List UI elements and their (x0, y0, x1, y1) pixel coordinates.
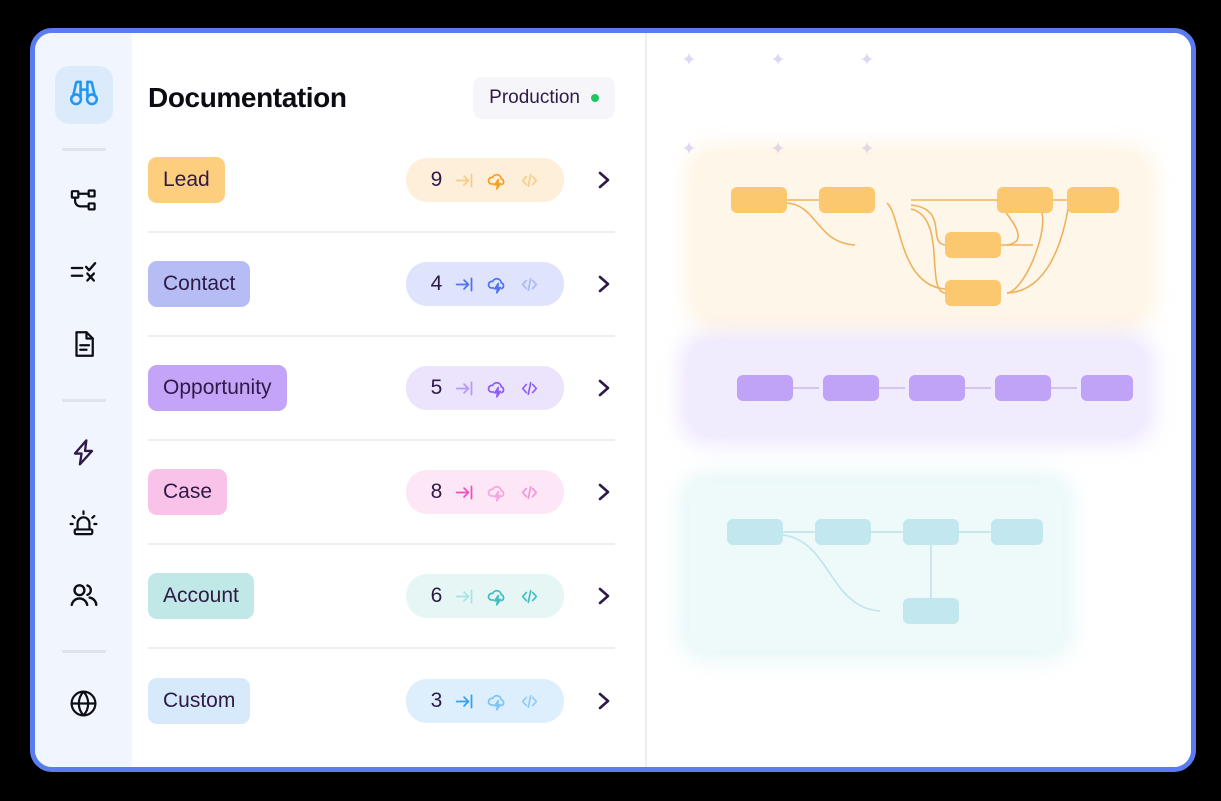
object-row[interactable]: Account 6 (148, 545, 615, 649)
sidebar-item-team[interactable] (55, 568, 113, 626)
object-tag: Account (148, 573, 254, 619)
diagram-node (737, 375, 793, 401)
account-diagram-card[interactable] (690, 483, 1062, 650)
sidebar-item-alerts[interactable] (55, 497, 113, 555)
code-brackets-icon (519, 691, 540, 712)
users-icon (68, 579, 100, 616)
code-brackets-icon (519, 482, 540, 503)
cloud-bolt-icon (486, 585, 508, 607)
diagram-node (1081, 375, 1133, 401)
object-count-pill[interactable]: 8 (406, 470, 564, 514)
hierarchy-icon (68, 186, 99, 222)
globe-icon (68, 688, 99, 724)
diagram-node (997, 187, 1053, 213)
lead-diagram-edges (786, 199, 1070, 294)
chevron-right-icon[interactable] (591, 480, 615, 504)
cloud-bolt-icon (486, 169, 508, 191)
object-tag: Custom (148, 678, 251, 724)
cloud-bolt-icon (486, 273, 508, 295)
object-count: 6 (430, 584, 443, 607)
object-tag: Case (148, 469, 228, 515)
diagram-node (991, 519, 1043, 545)
arrow-to-line-icon (454, 586, 475, 607)
diagram-preview-pane (647, 33, 1191, 767)
object-count-pill[interactable]: 3 (406, 679, 564, 723)
sidebar-item-schema[interactable] (55, 175, 113, 233)
chevron-right-icon[interactable] (591, 584, 615, 608)
code-brackets-icon (519, 586, 540, 607)
diagram-node (903, 519, 959, 545)
object-count: 4 (430, 272, 443, 295)
arrow-to-line-icon (454, 170, 475, 191)
object-count-pill[interactable]: 6 (406, 574, 564, 618)
sidebar-nav (35, 33, 132, 767)
environment-label: Production (489, 86, 580, 108)
chevron-right-icon[interactable] (591, 272, 615, 296)
diagram-node (731, 187, 787, 213)
object-count-pill[interactable]: 4 (406, 262, 564, 306)
lightning-icon (68, 437, 99, 473)
sidebar-divider-top (61, 148, 106, 151)
diagram-node (727, 519, 783, 545)
sidebar-item-global[interactable] (55, 677, 113, 735)
object-count: 5 (430, 376, 443, 399)
document-icon (69, 329, 99, 364)
lead-diagram-card[interactable] (697, 155, 1144, 318)
object-tag: Contact (148, 261, 251, 307)
arrow-to-line-icon (454, 274, 475, 295)
chevron-right-icon[interactable] (591, 376, 615, 400)
diagram-node (945, 232, 1001, 258)
sidebar-item-validations[interactable] (55, 246, 113, 304)
sidebar-divider-middle (61, 399, 106, 402)
contact-diagram-card[interactable] (690, 343, 1144, 434)
object-tag: Opportunity (148, 365, 287, 411)
chevron-right-icon[interactable] (591, 689, 615, 713)
environment-badge[interactable]: Production (473, 76, 615, 119)
object-tag: Lead (148, 157, 225, 203)
diagram-node (945, 280, 1001, 306)
diagram-node (995, 375, 1051, 401)
contact-diagram-edges (793, 387, 1077, 389)
object-row[interactable]: Custom 3 (148, 649, 615, 753)
diagram-node (815, 519, 871, 545)
sidebar-item-explore[interactable] (54, 66, 113, 124)
binoculars-icon (67, 76, 101, 115)
diagram-node (909, 375, 965, 401)
object-count: 3 (430, 689, 443, 712)
diagram-node (823, 375, 879, 401)
code-brackets-icon (519, 170, 540, 191)
object-count: 9 (430, 168, 443, 191)
object-count-pill[interactable]: 5 (406, 366, 564, 410)
object-row[interactable]: Opportunity 5 (148, 337, 615, 441)
cloud-bolt-icon (486, 377, 508, 399)
list-header: Documentation Production (148, 33, 615, 129)
object-row[interactable]: Case 8 (148, 441, 615, 545)
object-row[interactable]: Contact 4 (148, 233, 615, 337)
checklist-icon (68, 257, 99, 293)
diagram-node (1067, 187, 1119, 213)
sidebar-divider-bottom (61, 650, 106, 653)
sidebar-item-automations[interactable] (55, 426, 113, 484)
account-diagram-edges (782, 531, 991, 612)
object-count-pill[interactable]: 9 (406, 158, 564, 202)
sidebar-item-documents[interactable] (55, 317, 113, 375)
chevron-right-icon[interactable] (591, 168, 615, 192)
arrow-to-line-icon (454, 691, 475, 712)
status-dot-icon (591, 93, 599, 102)
object-row[interactable]: Lead 9 (148, 129, 615, 233)
cloud-bolt-icon (486, 481, 508, 503)
siren-icon (68, 508, 99, 544)
diagram-node (903, 598, 959, 624)
arrow-to-line-icon (454, 378, 475, 399)
page-title: Documentation (148, 81, 347, 113)
code-brackets-icon (519, 274, 540, 295)
object-count: 8 (430, 480, 443, 503)
diagram-node (819, 187, 875, 213)
cloud-bolt-icon (486, 690, 508, 712)
code-brackets-icon (519, 378, 540, 399)
arrow-to-line-icon (454, 482, 475, 503)
